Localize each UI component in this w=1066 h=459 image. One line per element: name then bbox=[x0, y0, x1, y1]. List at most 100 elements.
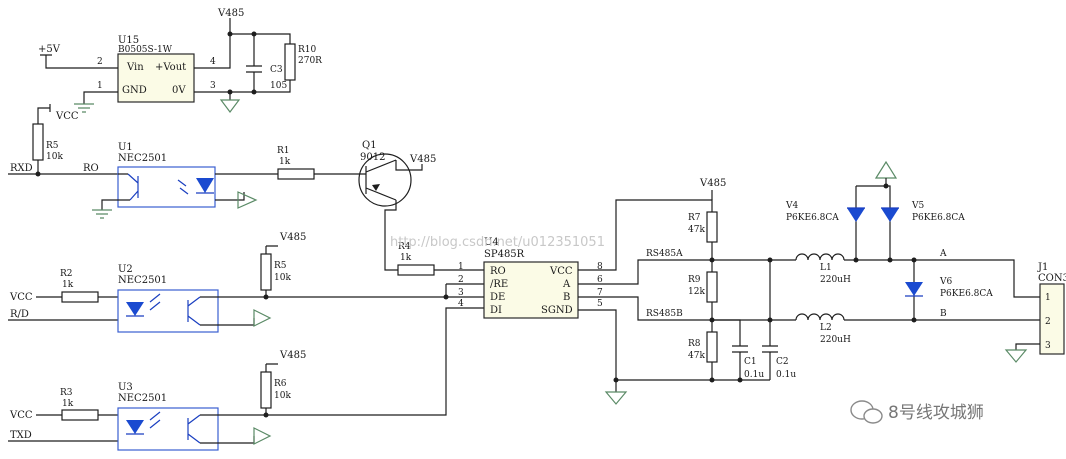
q1-transistor-legs bbox=[365, 159, 397, 201]
p5v-label: +5V bbox=[38, 44, 61, 55]
r8-ref: R8 bbox=[688, 339, 701, 349]
p5v-wire bbox=[40, 54, 118, 69]
r2-resistor bbox=[61, 291, 99, 303]
ground-icon bbox=[874, 160, 898, 179]
u15-ref: U15 bbox=[118, 35, 139, 46]
ground-icon bbox=[253, 427, 272, 445]
u4-pin-num-3: 3 bbox=[458, 288, 464, 298]
r4-ref: R4 bbox=[398, 242, 411, 252]
u4-pin-num-4: 4 bbox=[458, 299, 464, 309]
v485-label-r6: V485 bbox=[279, 350, 306, 361]
c2-value: 0.1u bbox=[776, 370, 796, 380]
brand-text: 8号线攻城狮 bbox=[888, 403, 984, 423]
u3-body bbox=[117, 407, 219, 451]
q1-arrow bbox=[372, 184, 380, 191]
ground-icon bbox=[237, 191, 258, 209]
u4-pin-di: DI bbox=[490, 305, 502, 316]
u4-body bbox=[483, 261, 579, 319]
u1-part: NEC2501 bbox=[118, 153, 167, 164]
v485-label-bias: V485 bbox=[699, 178, 726, 189]
ground-icon bbox=[74, 103, 94, 113]
r3-value: 1k bbox=[62, 399, 74, 409]
u1-optocoupler: U1 NEC2501 bbox=[117, 142, 216, 208]
u4-pin-b: B bbox=[563, 292, 570, 303]
u4-transceiver: U4 SP485R RO /RE DE DI VCC A B SGND 1 2 … bbox=[458, 237, 603, 319]
r7-value: 47k bbox=[688, 225, 705, 235]
re-de-tie-wire bbox=[445, 283, 484, 298]
v5-tvs-diode bbox=[881, 208, 899, 222]
junction-dots bbox=[227, 31, 257, 95]
vcc-label-top: VCC bbox=[55, 111, 79, 122]
c1-ref: C1 bbox=[744, 357, 757, 367]
watermark-text: http://blog.csdn.net/u012351051 bbox=[390, 235, 605, 250]
r6-resistor bbox=[260, 371, 272, 409]
u2-part: NEC2501 bbox=[118, 275, 167, 286]
r8-value: 47k bbox=[688, 351, 705, 361]
tvs-wire bbox=[855, 178, 891, 260]
u15-body bbox=[117, 53, 195, 103]
r6-ref: R6 bbox=[274, 379, 287, 389]
u15-gnd-label: GND bbox=[122, 85, 147, 96]
u3-ref: U3 bbox=[118, 382, 133, 393]
c3-capacitor bbox=[246, 34, 262, 92]
u2-ref: U2 bbox=[118, 264, 133, 275]
r5-top-value: 10k bbox=[46, 152, 63, 162]
u3-led-arrows bbox=[126, 411, 161, 435]
c2-ref: C2 bbox=[776, 357, 789, 367]
j1-part: CON3 bbox=[1038, 273, 1066, 284]
j1-pin2: 2 bbox=[1045, 317, 1051, 327]
u2-led bbox=[126, 302, 144, 316]
u4-part: SP485R bbox=[484, 249, 525, 260]
q1-ref: Q1 bbox=[362, 140, 377, 151]
v485-r6-wire bbox=[265, 363, 278, 372]
u4-b-wire bbox=[578, 296, 712, 321]
l1-value: 220uH bbox=[820, 275, 851, 285]
v485-label-q1: V485 bbox=[409, 154, 436, 165]
q1-transistor-body bbox=[358, 153, 412, 207]
v485-label-top: V485 bbox=[217, 8, 244, 19]
v5-ref: V5 bbox=[911, 201, 924, 211]
r4-resistor bbox=[397, 264, 435, 276]
l2-value: 220uH bbox=[820, 335, 851, 345]
u1-body bbox=[117, 166, 216, 208]
u4-pin-a: A bbox=[562, 279, 571, 290]
r7-resistor bbox=[706, 211, 718, 243]
junction-dots bbox=[263, 294, 449, 300]
u3-led bbox=[126, 420, 144, 434]
u15-vin-label: Vin bbox=[126, 62, 144, 73]
u4-pin-num-8: 8 bbox=[597, 262, 603, 272]
junction-dots bbox=[613, 183, 917, 383]
r2-value: 1k bbox=[62, 280, 74, 290]
ro-label: RO bbox=[83, 163, 99, 174]
u15-0v-wire bbox=[194, 80, 291, 93]
u1-ref: U1 bbox=[118, 142, 133, 153]
u4-pin-re: /RE bbox=[490, 279, 508, 290]
u4-pin-vcc: VCC bbox=[549, 266, 573, 277]
ground-icon bbox=[604, 391, 628, 405]
u15-vout-label: +Vout bbox=[155, 62, 186, 73]
u1-led bbox=[196, 178, 214, 193]
v485-top-wire bbox=[194, 18, 291, 69]
r5-resistor bbox=[260, 253, 272, 291]
rs485a-label: RS485A bbox=[646, 249, 683, 259]
q1-emitter-wire bbox=[395, 160, 423, 171]
r9-ref: R9 bbox=[688, 275, 701, 285]
j1-pin3: 3 bbox=[1045, 341, 1051, 351]
v485-r5-wire bbox=[265, 245, 278, 254]
junction-dot bbox=[263, 412, 269, 418]
u4-vcc-wire bbox=[578, 199, 713, 271]
r6-to-di-wire bbox=[265, 307, 484, 416]
v485-label-r5: V485 bbox=[279, 232, 306, 243]
r6-value: 10k bbox=[274, 391, 291, 401]
u2-optocoupler: U2 NEC2501 bbox=[117, 264, 219, 333]
u4-pin-sgnd: SGND bbox=[541, 305, 573, 316]
r1-value: 1k bbox=[279, 157, 291, 167]
v4-part: P6KE6.8CA bbox=[786, 213, 839, 223]
v4-ref: V4 bbox=[785, 201, 798, 211]
txd-label: TXD bbox=[10, 430, 32, 441]
u1-left-wire bbox=[101, 173, 130, 210]
r10-resistor bbox=[284, 43, 296, 81]
line-a-label: A bbox=[939, 249, 947, 259]
u15-pin2: 2 bbox=[97, 57, 103, 67]
